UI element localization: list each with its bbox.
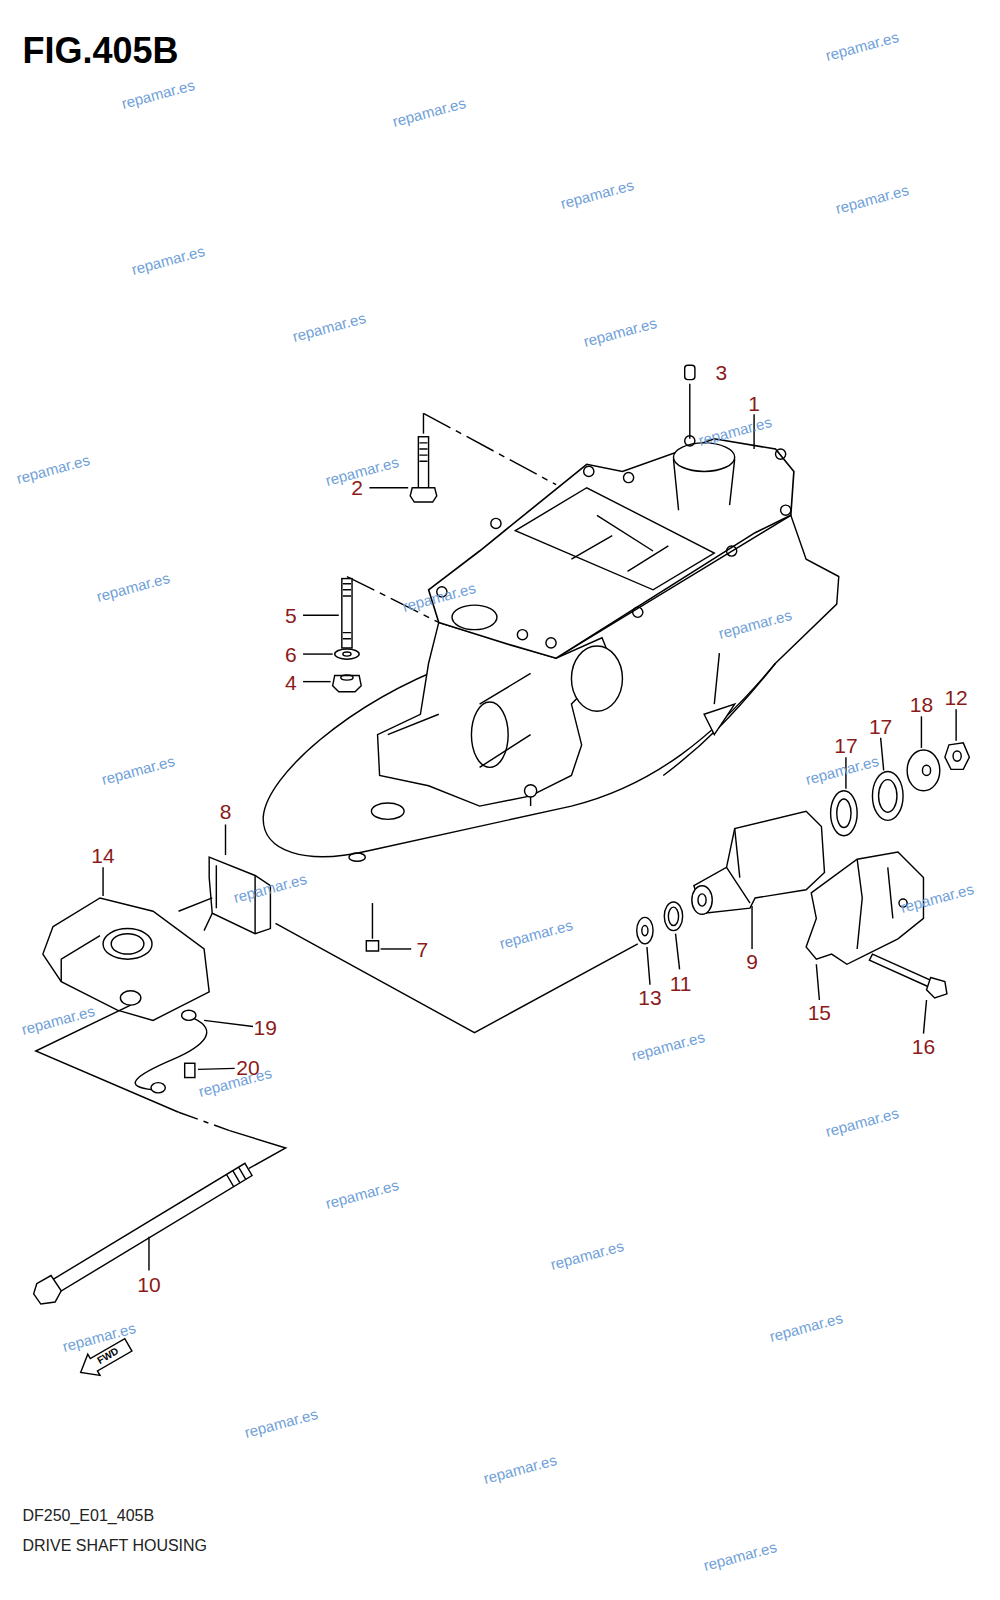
callout-number: 13 [638,986,661,1007]
callout-number: 1 [748,393,760,414]
watermark: repamar.es [390,95,466,129]
callout-number: 5 [285,605,297,626]
watermark: repamar.es [702,1539,778,1573]
callout-number: 8 [220,801,232,822]
callout-number: 19 [254,1016,277,1037]
callout-number: 16 [912,1035,935,1056]
watermark: repamar.es [804,753,880,787]
figure-title: FIG.405B [22,33,178,69]
callout-number: 15 [808,1002,831,1023]
watermark: repamar.es [582,315,658,349]
watermark: repamar.es [482,1452,558,1486]
callout-number: 12 [944,686,967,707]
drawing-code: DF250_E01_405B [22,1508,154,1524]
watermark: repamar.es [559,177,635,211]
callout-number: 6 [285,644,297,665]
watermark: repamar.es [94,570,170,604]
callout-number: 11 [670,972,692,993]
watermark: repamar.es [824,1105,900,1139]
watermark: repamar.es [498,917,574,951]
watermark: repamar.es [324,1177,400,1211]
watermark: repamar.es [290,310,366,344]
watermark: repamar.es [120,77,196,111]
figure-caption: DRIVE SHAFT HOUSING [22,1538,207,1554]
callout-number: 4 [285,671,297,692]
watermark: repamar.es [768,1310,844,1344]
watermark: repamar.es [824,29,900,63]
callout-number: 18 [910,694,933,715]
watermark: repamar.es [242,1407,318,1441]
watermark: repamar.es [130,243,206,277]
callout-number: 7 [417,938,429,959]
callout-number: 17 [869,715,892,736]
watermark: repamar.es [834,182,910,216]
watermark: repamar.es [20,1003,96,1037]
callout-number: 10 [137,1273,160,1294]
watermark: repamar.es [100,753,176,787]
callout-number: 14 [91,845,114,866]
watermark: repamar.es [15,452,91,486]
watermark: repamar.es [549,1238,625,1272]
watermark: repamar.es [630,1029,706,1063]
callout-number: 9 [746,951,758,972]
callout-number: 17 [834,734,857,755]
callout-number: 3 [716,362,728,383]
